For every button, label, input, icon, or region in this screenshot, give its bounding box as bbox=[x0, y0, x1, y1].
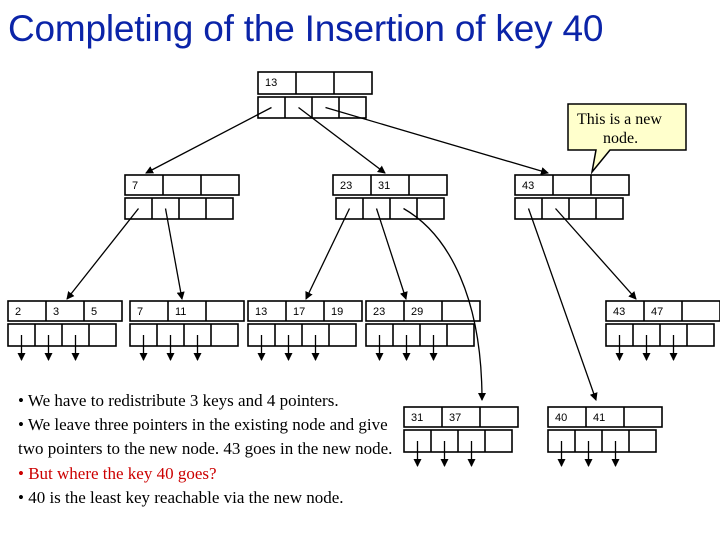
node-inner-new: 43 bbox=[514, 174, 630, 220]
new-node-callout: This is a new node. bbox=[567, 103, 687, 175]
edge-inner-mid-to-leaf-e bbox=[403, 207, 486, 401]
key-label: 2 bbox=[15, 306, 21, 318]
key-label: 31 bbox=[411, 412, 423, 424]
key-label: 31 bbox=[378, 180, 390, 192]
key-row bbox=[403, 406, 519, 428]
edge-root-to-inner-mid bbox=[298, 106, 386, 174]
edge-inner-left-to-leaf-b bbox=[164, 208, 185, 300]
key-label: 3 bbox=[53, 306, 59, 318]
key-label: 29 bbox=[411, 306, 423, 318]
edge-root-to-inner-new bbox=[325, 106, 549, 175]
edge-inner-new-to-leaf-f bbox=[527, 208, 598, 401]
key-row bbox=[547, 406, 663, 428]
key-row bbox=[7, 300, 123, 322]
key-label: 37 bbox=[449, 412, 461, 424]
key-row bbox=[124, 174, 240, 196]
key-row bbox=[129, 300, 245, 322]
edge-inner-mid-to-leaf-d bbox=[375, 208, 408, 300]
bullet-item: • We have to redistribute 3 keys and 4 p… bbox=[18, 391, 339, 410]
edge-inner-new-to-leaf-g bbox=[555, 208, 637, 300]
key-row bbox=[332, 174, 448, 196]
tree-edges bbox=[17, 106, 678, 467]
node-inner-mid: 23 31 bbox=[332, 174, 448, 220]
explanation-text: • We have to redistribute 3 keys and 4 p… bbox=[18, 389, 408, 510]
edge-root-to-inner-left bbox=[145, 106, 272, 174]
key-label: 23 bbox=[373, 306, 385, 318]
bullet-item: • But where the key 40 goes? bbox=[18, 463, 217, 483]
callout-bubble bbox=[567, 103, 687, 175]
key-label: 11 bbox=[175, 306, 186, 318]
key-label: 47 bbox=[651, 306, 663, 318]
key-label: 7 bbox=[132, 180, 138, 192]
node-leaf-a: 2 3 5 bbox=[7, 300, 123, 347]
node-leaf-g: 43 47 bbox=[605, 300, 720, 347]
node-leaf-f: 40 41 bbox=[547, 406, 663, 453]
node-root: 13 bbox=[257, 71, 373, 119]
node-inner-left: 7 bbox=[124, 174, 240, 220]
key-row bbox=[365, 300, 481, 322]
key-label: 41 bbox=[593, 412, 605, 424]
key-label: 43 bbox=[613, 306, 625, 318]
key-row bbox=[247, 300, 363, 322]
key-label: 43 bbox=[522, 180, 534, 192]
node-leaf-d: 23 29 bbox=[365, 300, 481, 347]
key-label: 23 bbox=[340, 180, 352, 192]
callout-line: This is a new bbox=[577, 111, 662, 128]
key-label: 19 bbox=[331, 306, 343, 318]
node-leaf-b: 7 11 bbox=[129, 300, 245, 347]
key-label: 5 bbox=[91, 306, 97, 318]
key-label: 40 bbox=[555, 412, 567, 424]
key-label: 13 bbox=[255, 306, 267, 318]
edge-inner-mid-to-leaf-c bbox=[305, 208, 351, 300]
key-label: 17 bbox=[293, 306, 305, 318]
node-leaf-e: 31 37 bbox=[403, 406, 519, 453]
key-row bbox=[514, 174, 630, 196]
key-row bbox=[605, 300, 720, 322]
page-title: Completing of the Insertion of key 40 bbox=[8, 8, 604, 49]
bullet-item: • 40 is the least key reachable via the … bbox=[18, 487, 344, 507]
edge-inner-left-to-leaf-a bbox=[66, 208, 140, 300]
node-leaf-c: 13 17 19 bbox=[247, 300, 363, 347]
key-row bbox=[257, 71, 373, 95]
key-label: 7 bbox=[137, 306, 143, 318]
bullet-item: • We leave three pointers in the existin… bbox=[18, 415, 393, 459]
key-label: 13 bbox=[265, 77, 277, 89]
callout-line: node. bbox=[603, 130, 638, 147]
